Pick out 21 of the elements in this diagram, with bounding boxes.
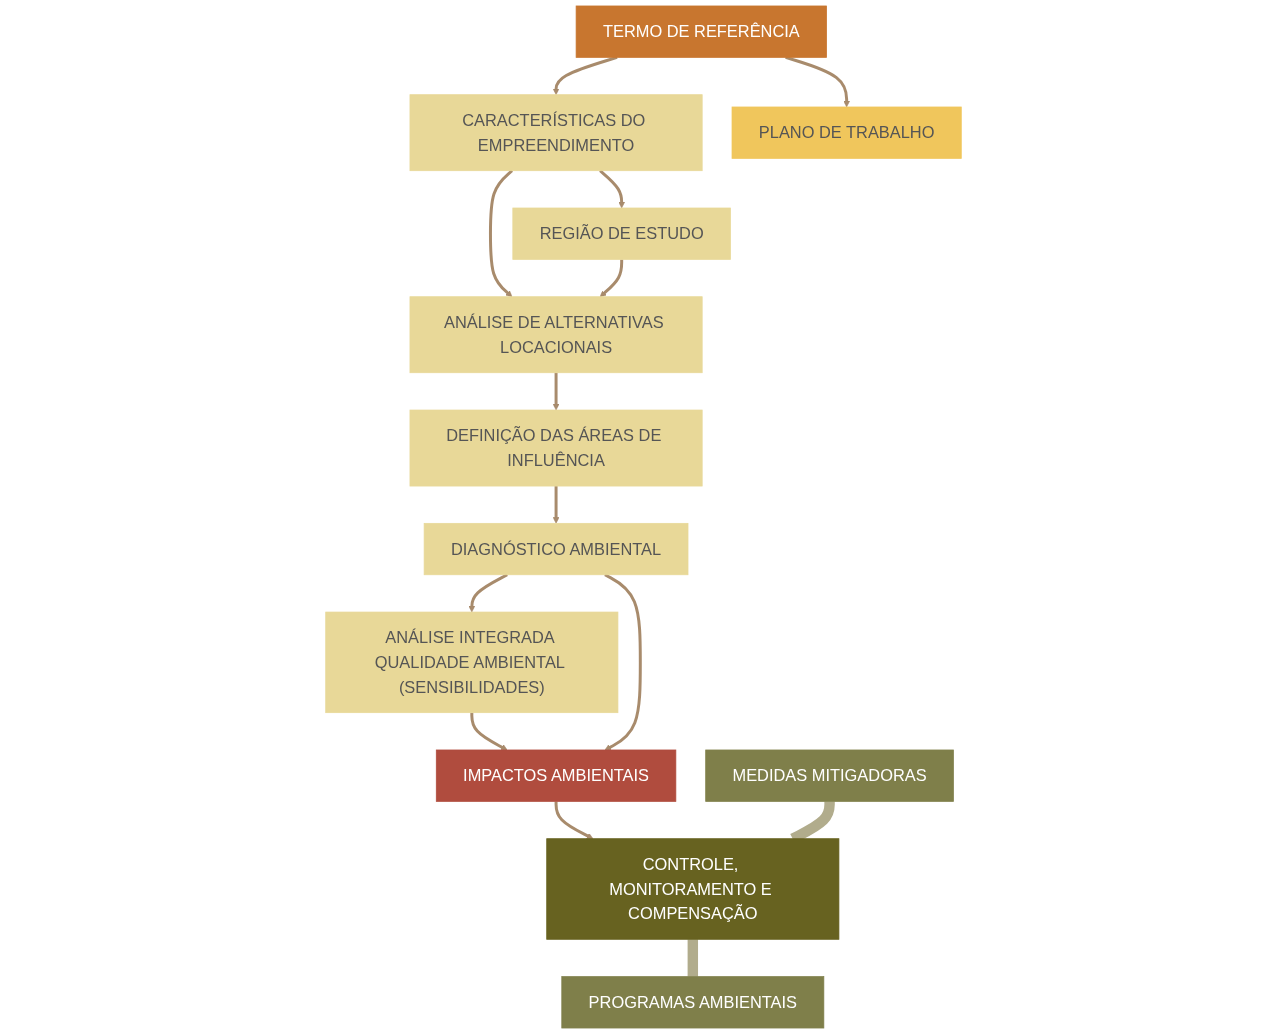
arrow	[599, 259, 624, 297]
arrow	[599, 169, 625, 209]
node-box: IMPACTOS AMBIENTAIS	[435, 749, 677, 802]
arrow	[468, 573, 508, 613]
arrow	[488, 169, 513, 297]
node-box: CONTROLE, MONITORAMENTO E COMPENSAÇÃO	[546, 838, 840, 940]
arrow	[552, 486, 560, 524]
node-box: MEDIDAS MITIGADORAS	[705, 749, 954, 802]
node-box: PLANO DE TRABALHO	[731, 106, 962, 159]
node-box: TERMO DE REFERÊNCIA	[575, 5, 827, 58]
arrow	[552, 372, 560, 411]
arrow	[470, 712, 508, 751]
node-box: DEFINIÇÃO DAS ÁREAS DE INFLUÊNCIA	[409, 409, 703, 487]
arrow	[554, 801, 594, 839]
arrow	[604, 573, 642, 751]
node-box: ANÁLISE DE ALTERNATIVAS LOCACIONAIS	[409, 296, 703, 374]
node-box: DIAGNÓSTICO AMBIENTAL	[423, 522, 689, 576]
node-box: REGIÃO DE ESTUDO	[512, 207, 731, 260]
node-box: CARACTERÍSTICAS DO EMPREENDIMENTO	[409, 94, 703, 172]
node-box: ANÁLISE INTEGRADA QUALIDADE AMBIENTAL (SENSIBILIDADES)	[325, 611, 619, 714]
node-box: PROGRAMAS AMBIENTAIS	[561, 976, 825, 1029]
